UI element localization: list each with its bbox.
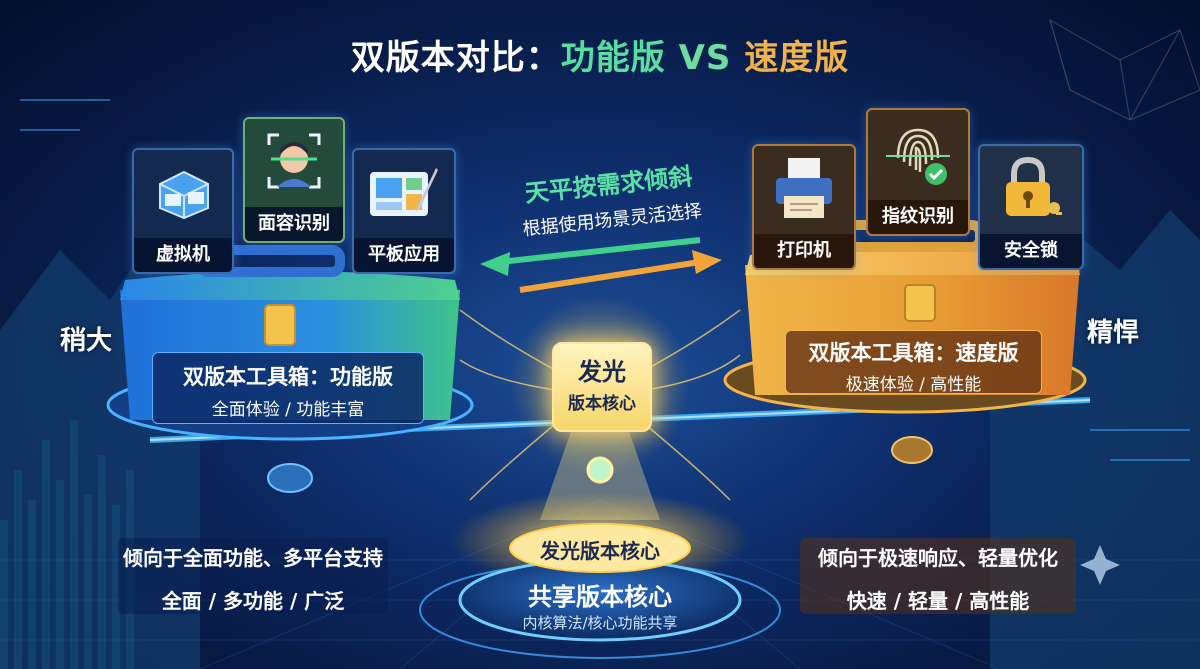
core-base-title: 共享版本核心 <box>528 583 672 611</box>
tile-tablet-app: 平板应用 <box>352 148 456 274</box>
tile-label: 打印机 <box>754 234 854 268</box>
right-bottom-line2: 快速 / 轻量 / 高性能 <box>846 589 1030 613</box>
tile-face-recognition: 面容识别 <box>243 117 345 243</box>
right-box-title: 双版本工具箱：速度版 <box>808 341 1019 365</box>
right-bottom-line1: 倾向于极速响应、轻量优化 <box>818 546 1058 570</box>
title-part-4: 速度版 <box>744 38 850 78</box>
title-part-2: 功能版 <box>560 38 666 78</box>
left-box-title: 双版本工具箱：功能版 <box>183 365 393 389</box>
left-bottom-line1: 倾向于全面功能、多平台支持 <box>123 546 383 570</box>
core-chip-line2: 版本核心 <box>568 394 636 414</box>
padlock-icon <box>1006 156 1062 216</box>
tile-label: 虚拟机 <box>134 238 232 272</box>
tile-virtual-machine: 虚拟机 <box>132 148 234 274</box>
fingerprint-icon <box>886 128 950 185</box>
title-part-1: 双版本对比： <box>350 38 561 78</box>
title-part-3: VS <box>665 38 745 78</box>
core-chip: 发光 版本核心 <box>552 342 652 432</box>
printer-icon <box>776 158 832 218</box>
page-title: 双版本对比：功能版 VS 速度版 <box>0 30 1200 79</box>
left-box-sub: 全面体验 / 功能丰富 <box>211 400 365 420</box>
right-box-label: 双版本工具箱：速度版 极速体验 / 高性能 <box>785 330 1042 395</box>
right-bottom-panel: 倾向于极速响应、轻量优化 快速 / 轻量 / 高性能 <box>800 538 1076 614</box>
core-base-sub: 内核算法/核心功能共享 <box>522 614 678 632</box>
right-box-sub: 极速体验 / 高性能 <box>845 375 982 395</box>
left-box-label: 双版本工具箱：功能版 全面体验 / 功能丰富 <box>152 352 424 424</box>
tile-label: 平板应用 <box>354 238 454 272</box>
tile-printer: 打印机 <box>752 144 856 270</box>
core-base-label: 发光版本核心 <box>540 539 660 563</box>
face-recognition-icon <box>267 133 321 189</box>
left-bottom-line2: 全面 / 多功能 / 广泛 <box>161 589 345 613</box>
tile-label: 指纹识别 <box>868 200 968 234</box>
left-side-label: 稍大 <box>60 326 113 356</box>
left-bottom-panel: 倾向于全面功能、多平台支持 全面 / 多功能 / 广泛 <box>118 538 388 614</box>
tile-label: 面容识别 <box>245 207 343 241</box>
virtual-machine-icon <box>159 170 209 220</box>
tablet-app-icon <box>370 168 438 216</box>
tile-label: 安全锁 <box>980 234 1082 268</box>
tile-fingerprint: 指纹识别 <box>866 108 970 236</box>
core-chip-line1: 发光 <box>578 358 626 386</box>
tile-security-lock: 安全锁 <box>978 144 1084 270</box>
right-side-label: 精悍 <box>1087 318 1140 348</box>
